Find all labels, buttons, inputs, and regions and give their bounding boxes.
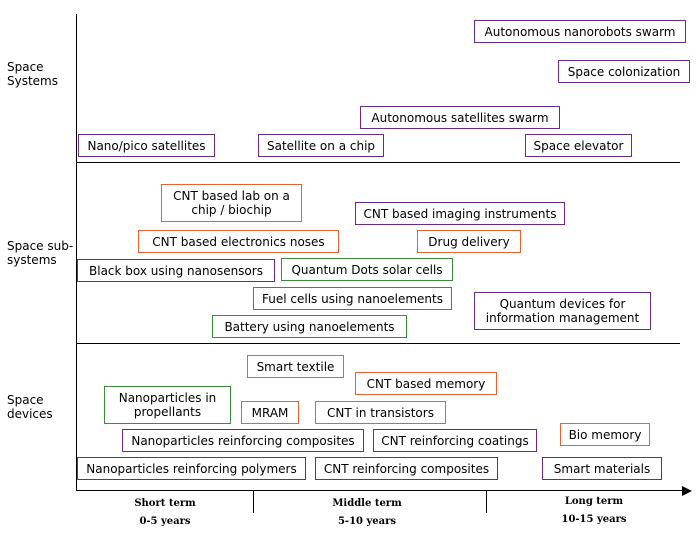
timeline-middle: Middle term 5-10 years (282, 498, 452, 528)
timeline-short-title: Short term (134, 498, 196, 509)
box-quantum-dots-solar-cells: Quantum Dots solar cells (281, 258, 453, 281)
axis-arrowhead (682, 486, 692, 496)
timeline-middle-range: 5-10 years (337, 516, 397, 527)
box-smart-materials: Smart materials (542, 457, 662, 480)
box-quantum-devices-information: Quantum devices for information manageme… (474, 292, 651, 330)
timeline-divider-2 (486, 491, 487, 513)
row-label-systems: Space Systems (7, 60, 58, 88)
timeline-long: Long term 10-15 years (509, 496, 679, 526)
timeline-divider-1 (253, 491, 254, 513)
timeline-middle-title: Middle term (332, 498, 402, 509)
box-battery-nanoelements: Battery using nanoelements (212, 315, 407, 338)
box-cnt-reinforcing-coatings: CNT reinforcing coatings (373, 429, 537, 452)
horizontal-axis (76, 490, 682, 491)
row-label-subsystems: Space sub- systems (7, 239, 74, 267)
separator-subsystems (76, 343, 680, 344)
box-space-elevator: Space elevator (525, 134, 632, 157)
box-space-colonization: Space colonization (558, 60, 690, 83)
box-mram: MRAM (241, 401, 299, 424)
box-cnt-in-transistors: CNT in transistors (315, 401, 446, 424)
box-fuel-cells-nanoelements: Fuel cells using nanoelements (253, 287, 452, 310)
box-nanoparticles-reinforcing-composites: Nanoparticles reinforcing composites (122, 429, 364, 452)
box-nanoparticles-reinforcing-polymers: Nanoparticles reinforcing polymers (77, 457, 306, 480)
timeline-long-title: Long term (564, 496, 624, 507)
box-cnt-electronics-noses: CNT based electronics noses (138, 230, 339, 253)
separator-systems (76, 162, 680, 163)
row-label-devices: Space devices (7, 393, 53, 421)
box-drug-delivery: Drug delivery (417, 230, 521, 253)
timeline-short-range: 0-5 years (139, 516, 191, 527)
timeline-short: Short term 0-5 years (80, 498, 250, 528)
box-cnt-imaging-instruments: CNT based imaging instruments (355, 202, 565, 225)
timeline-long-range: 10-15 years (561, 514, 627, 525)
box-black-box-nanosensors: Black box using nanosensors (77, 259, 275, 282)
box-bio-memory: Bio memory (560, 423, 650, 446)
box-cnt-lab-on-a-chip: CNT based lab on a chip / biochip (161, 184, 302, 222)
vertical-axis (76, 14, 77, 491)
box-nano-pico-satellites: Nano/pico satellites (78, 134, 215, 157)
box-smart-textile: Smart textile (247, 355, 344, 378)
box-cnt-based-memory: CNT based memory (355, 372, 497, 395)
box-cnt-reinforcing-composites: CNT reinforcing composites (315, 457, 498, 480)
box-satellite-on-a-chip: Satellite on a chip (258, 134, 384, 157)
box-autonomous-nanorobots-swarm: Autonomous nanorobots swarm (474, 20, 686, 43)
box-autonomous-satellites-swarm: Autonomous satellites swarm (360, 106, 560, 129)
box-nanoparticles-propellants: Nanoparticles in propellants (104, 386, 231, 424)
